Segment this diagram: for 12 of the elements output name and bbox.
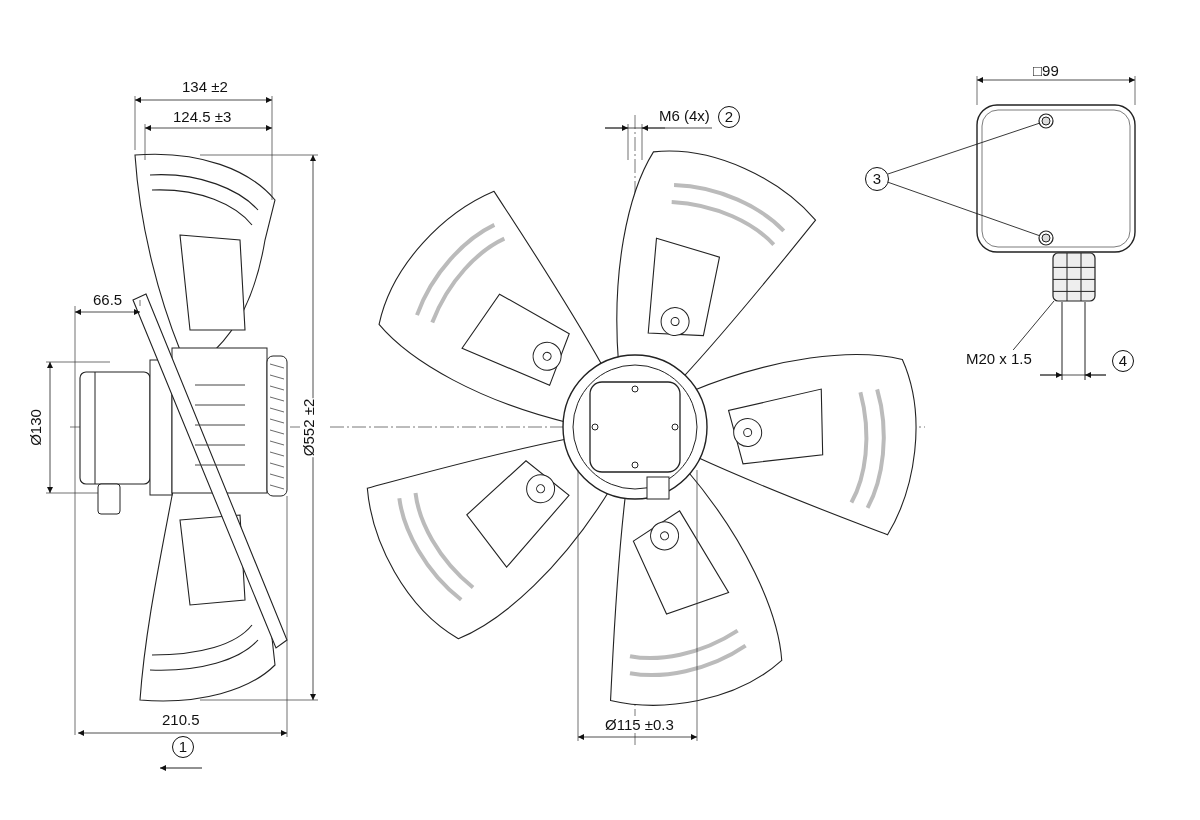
dimension-label: Ø115 ±0.3 xyxy=(604,716,675,733)
cable-gland xyxy=(1052,252,1096,302)
leader-line xyxy=(886,122,1040,175)
callout-number: 2 xyxy=(718,106,740,128)
leader-line xyxy=(886,181,1040,237)
screw-icon xyxy=(1038,230,1054,246)
leader-line xyxy=(1012,300,1055,351)
callout-number: 1 xyxy=(172,736,194,758)
callout-number: 3 xyxy=(865,167,889,191)
screw-icon xyxy=(1038,113,1054,129)
dimension-label: M6 (4x) xyxy=(658,107,711,124)
callout-number: 4 xyxy=(1112,350,1134,372)
